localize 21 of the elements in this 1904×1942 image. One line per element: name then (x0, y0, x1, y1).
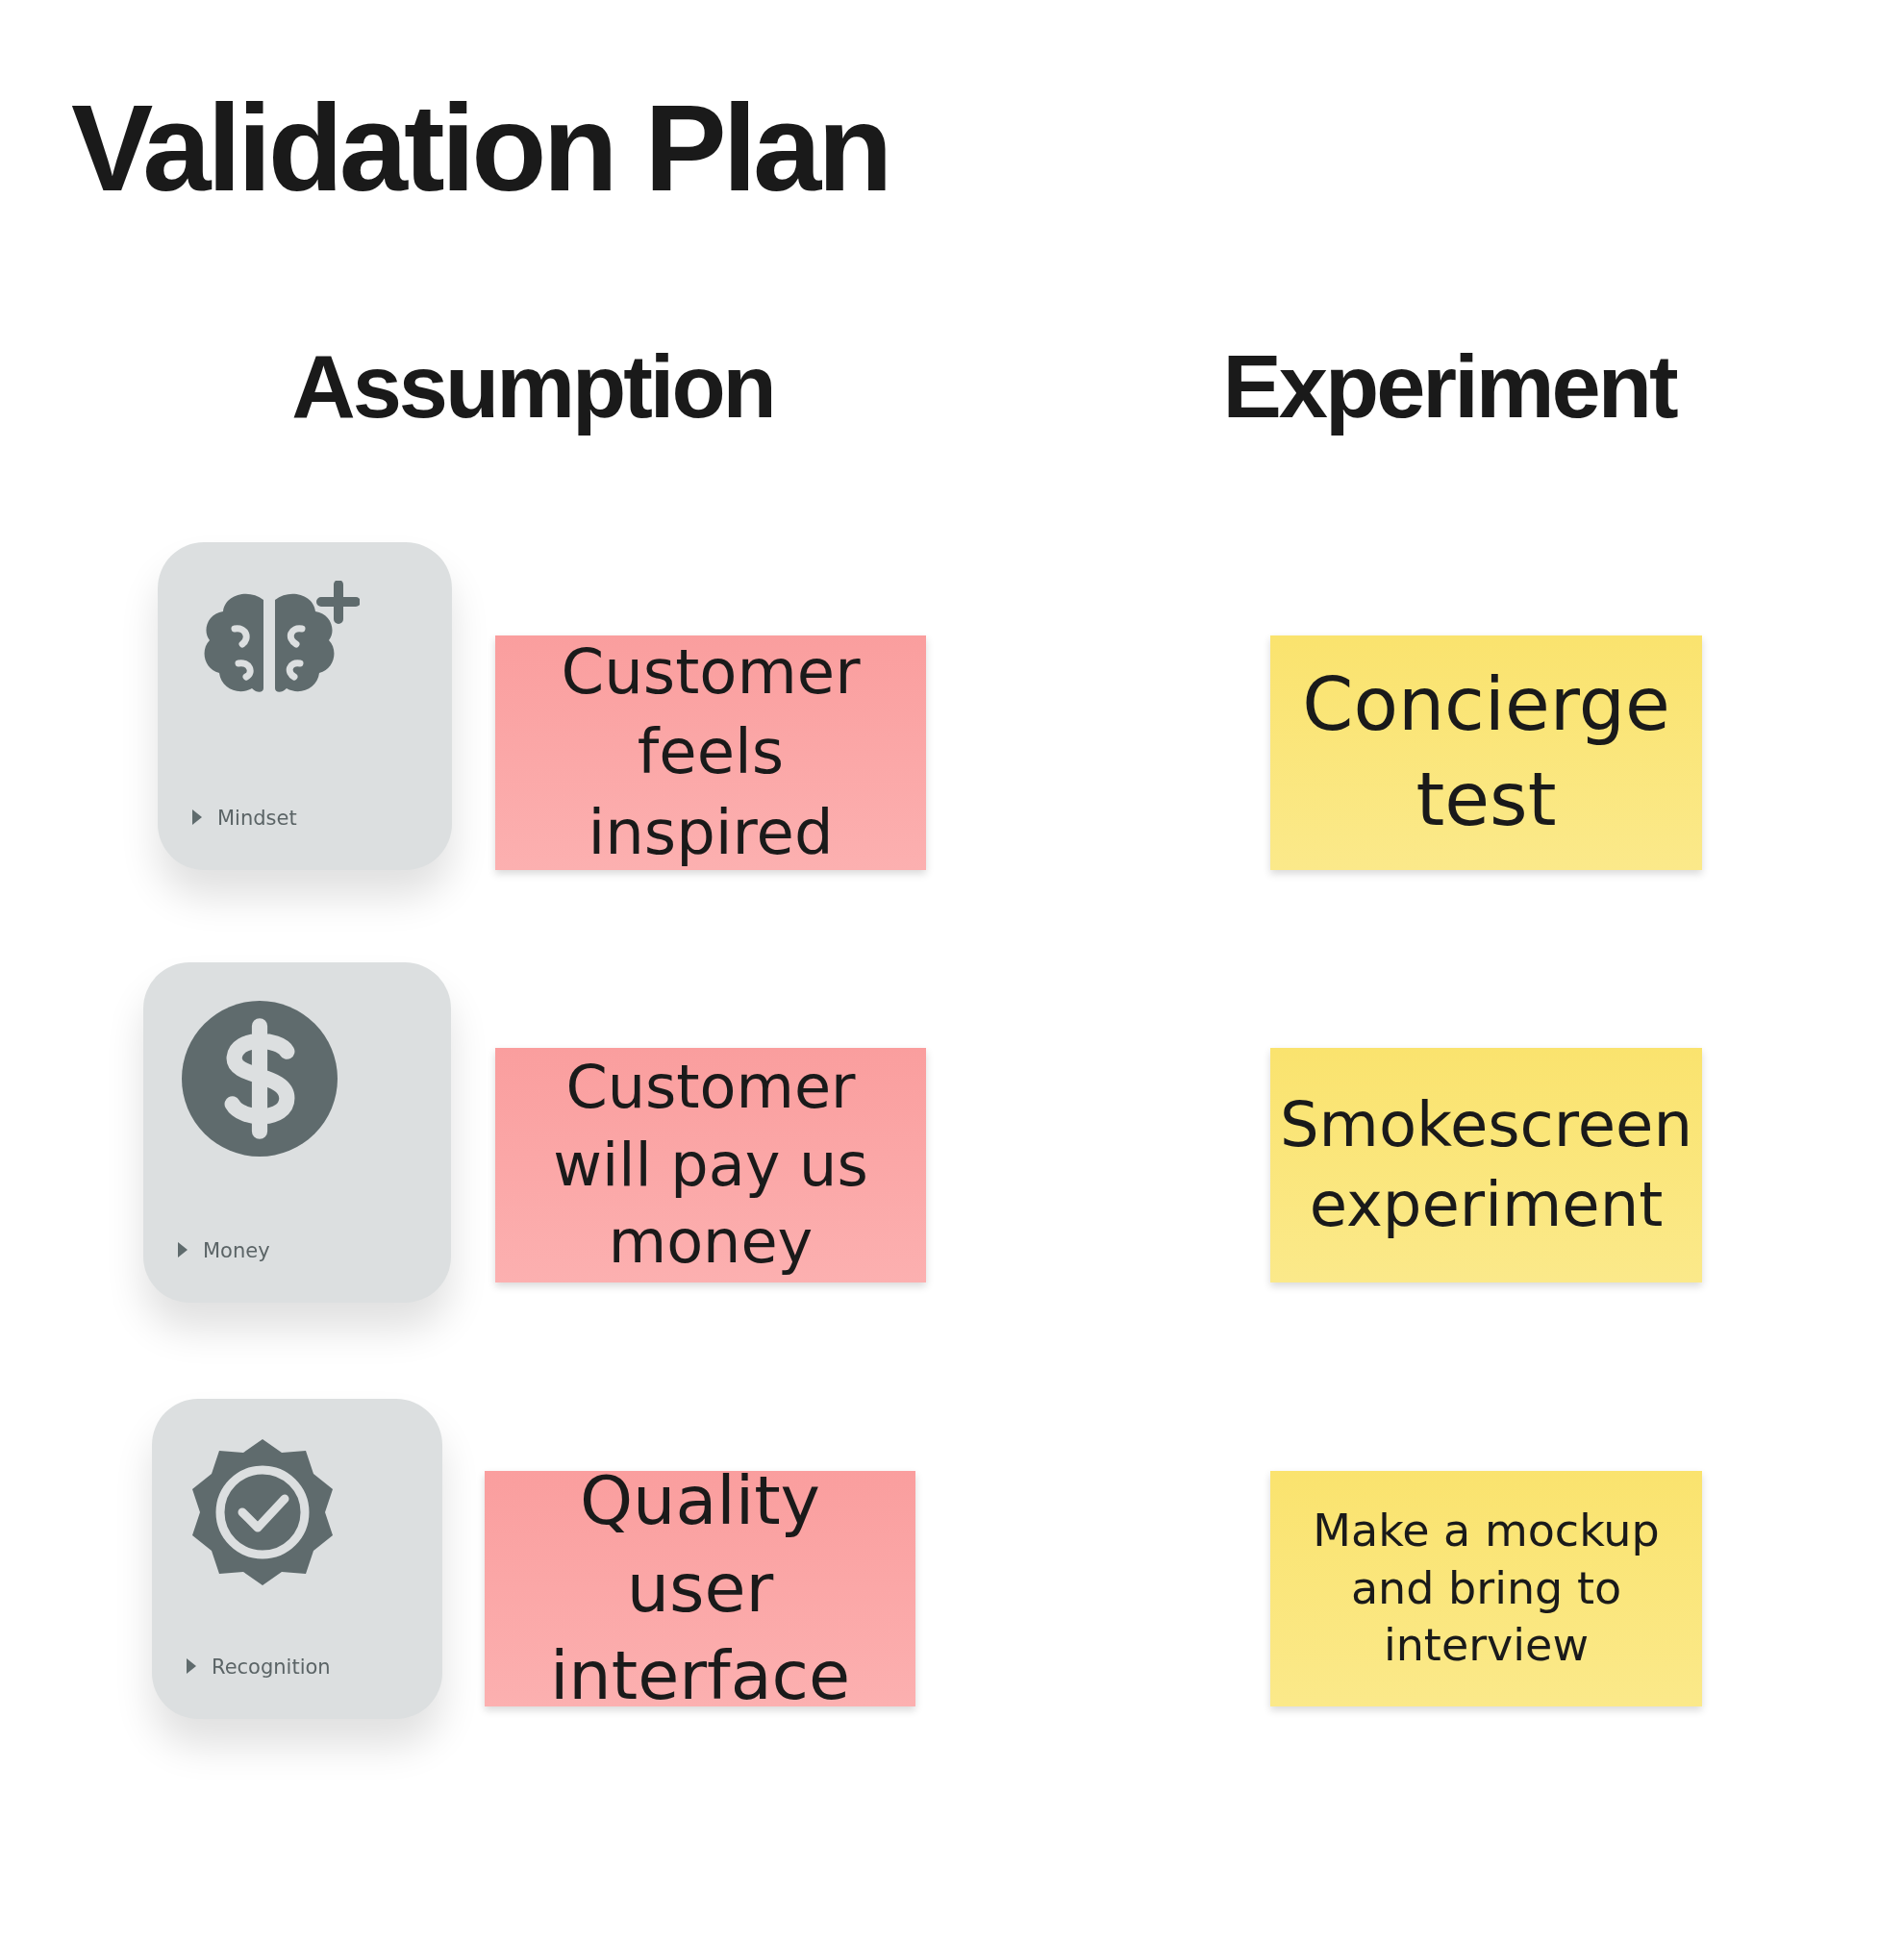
category-label: Recognition (212, 1656, 331, 1679)
sticky-note (1270, 1048, 1702, 1282)
note-text: Customer will pay us money (552, 1051, 869, 1280)
sticky-note (495, 1048, 926, 1282)
sticky-note (485, 1471, 915, 1706)
title: Validation Plan (71, 78, 889, 218)
column-heading: Experiment (1222, 336, 1676, 437)
note-text: Quality user interface (548, 1460, 852, 1717)
category-card (158, 542, 452, 870)
note-text: Customer feels inspired (560, 635, 862, 870)
category-card (143, 962, 451, 1303)
note-text: Make a mockup and bring to interview (1312, 1503, 1661, 1674)
note-text: Concierge test (1301, 660, 1671, 844)
column-heading: Assumption (291, 336, 774, 437)
category-card (152, 1399, 442, 1719)
sticky-note (1270, 635, 1702, 870)
note-text: Smokescreen experiment (1279, 1087, 1693, 1242)
category-label: Money (203, 1239, 270, 1262)
sticky-note (1270, 1471, 1702, 1706)
sticky-note (495, 635, 926, 870)
category-label: Mindset (217, 807, 297, 830)
